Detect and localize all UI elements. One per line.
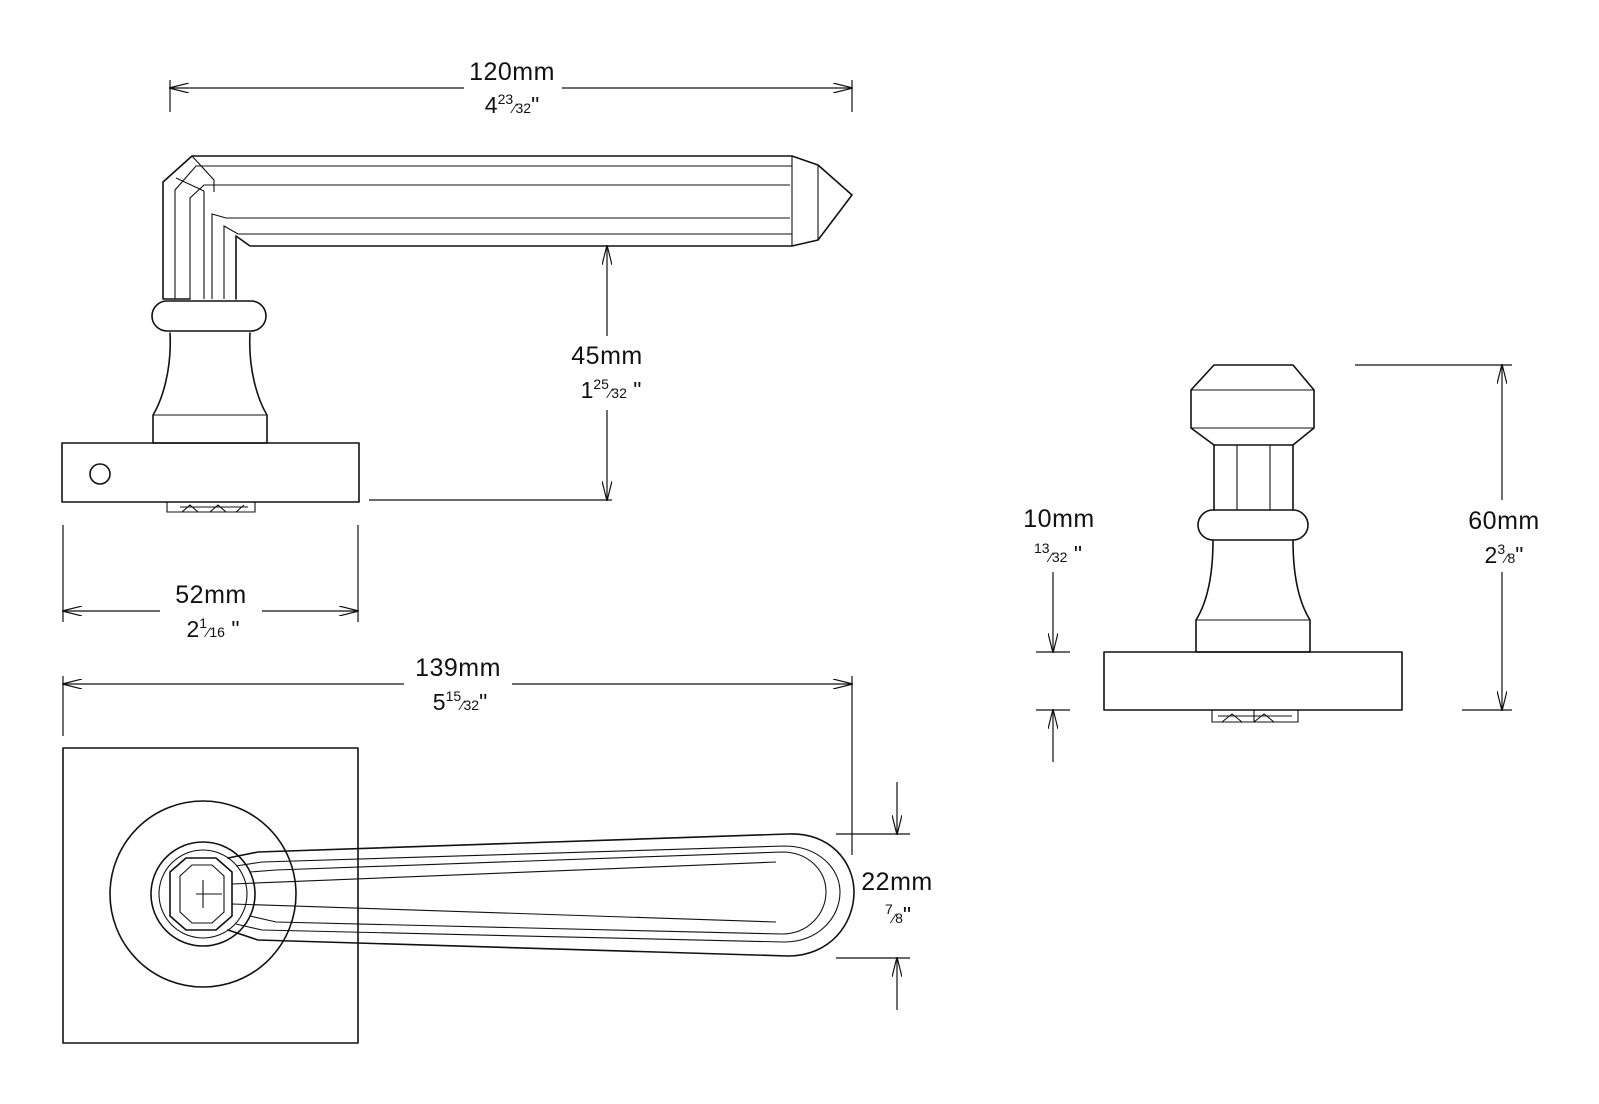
imp-unit: " (225, 616, 240, 642)
imp-num: 7 (885, 901, 893, 917)
dim-52mm: 52mm 21⁄16 " (63, 525, 358, 642)
imp-whole: 4 (485, 92, 498, 118)
dim-10mm-imperial: 13⁄32 " (1034, 540, 1082, 567)
dim-52mm-imperial: 21⁄16 " (186, 615, 239, 642)
dim-22mm-metric: 22mm (861, 868, 932, 896)
imp-unit: " (627, 377, 642, 403)
imp-den: 32 (463, 697, 479, 713)
dim-45mm-imperial: 125⁄32 " (581, 376, 642, 403)
imp-unit: " (479, 689, 487, 715)
imp-num: 23 (498, 91, 514, 107)
imp-den: 32 (515, 100, 531, 116)
dim-120mm-imperial: 423⁄32" (485, 91, 539, 118)
end-view (1103, 364, 1403, 723)
imp-num: 3 (1497, 541, 1505, 557)
dim-139mm: 139mm 515⁄32" (63, 654, 852, 855)
imp-whole: 2 (186, 616, 199, 642)
imp-whole: 1 (581, 377, 594, 403)
side-view (61, 155, 853, 513)
imp-num: 1 (199, 615, 207, 631)
dim-139mm-imperial: 515⁄32" (433, 688, 487, 715)
imp-whole: 5 (433, 689, 446, 715)
dim-22mm: 22mm 7⁄8" (836, 782, 932, 1010)
dim-10mm-metric: 10mm (1023, 505, 1094, 533)
dim-52mm-metric: 52mm (175, 581, 246, 609)
imp-den: 32 (1052, 549, 1068, 565)
dim-120mm-metric: 120mm (469, 58, 555, 86)
dim-45mm-metric: 45mm (571, 342, 642, 370)
dim-10mm: 10mm 13⁄32 " (1023, 505, 1094, 762)
imp-unit: " (531, 92, 539, 118)
imp-den: 32 (611, 385, 627, 401)
dim-60mm-metric: 60mm (1468, 507, 1539, 535)
imp-unit: " (1067, 541, 1082, 567)
imp-unit: " (903, 902, 911, 928)
dim-60mm: 60mm 23⁄8" (1355, 365, 1539, 710)
imp-num: 13 (1034, 540, 1050, 556)
dim-22mm-imperial: 7⁄8" (885, 901, 911, 928)
top-view (62, 747, 855, 1044)
imp-num: 15 (446, 688, 462, 704)
imp-whole: 2 (1485, 542, 1498, 568)
dim-45mm: 45mm 125⁄32 " (369, 246, 642, 500)
imp-unit: " (1515, 542, 1523, 568)
dim-139mm-metric: 139mm (415, 654, 501, 682)
imp-den: 16 (209, 624, 225, 640)
imp-num: 25 (593, 376, 609, 392)
imp-den: 8 (1507, 550, 1515, 566)
dim-60mm-imperial: 23⁄8" (1485, 541, 1524, 568)
dim-120mm: 120mm 423⁄32" (170, 58, 852, 118)
imp-den: 8 (895, 910, 903, 926)
